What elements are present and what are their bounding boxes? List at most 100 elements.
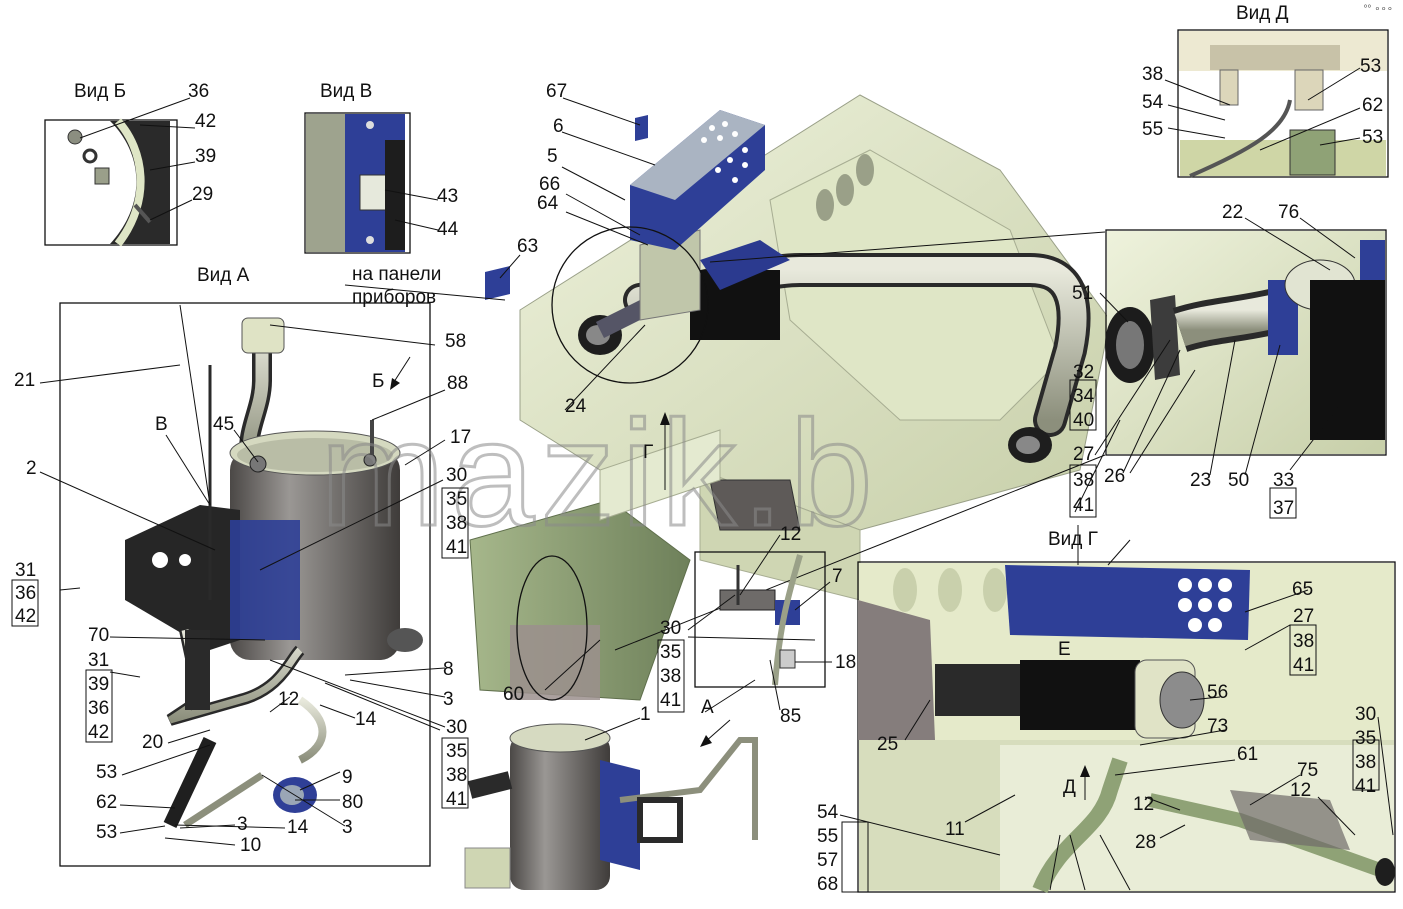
callout: 29 xyxy=(192,184,213,205)
callout: 61 xyxy=(1237,744,1258,765)
callout: 67 xyxy=(546,81,567,102)
arrow-letter-d: Д xyxy=(1063,777,1076,798)
callout: 40 xyxy=(1073,410,1094,431)
callout: 1 xyxy=(640,704,651,725)
callout: 34 xyxy=(1073,386,1095,407)
callout: 37 xyxy=(1273,498,1294,519)
callout: 85 xyxy=(780,706,801,727)
callout: 6 xyxy=(553,116,564,137)
callout: 5 xyxy=(547,146,558,167)
callout: 8 xyxy=(443,659,454,680)
callout: 70 xyxy=(88,625,109,646)
callout: 20 xyxy=(142,732,163,753)
leader-lines xyxy=(39,67,1394,891)
zoom-panel-right xyxy=(1105,229,1387,456)
callout: 41 xyxy=(446,789,467,810)
callout: 55 xyxy=(817,826,838,847)
callout: 35 xyxy=(446,489,467,510)
callout: 3 xyxy=(237,814,248,835)
callout: 41 xyxy=(1293,655,1314,676)
callout: 62 xyxy=(1362,95,1383,116)
callout: 50 xyxy=(1228,470,1249,491)
view-g-title: Вид Г xyxy=(1048,529,1098,550)
callout: 18 xyxy=(835,652,856,673)
view-g-panel xyxy=(857,561,1396,894)
callout: 38 xyxy=(1355,752,1376,773)
callout: 7 xyxy=(832,566,843,587)
view-b-panel xyxy=(44,118,178,247)
callout: 33 xyxy=(1273,470,1294,491)
callout: 30 xyxy=(660,618,681,639)
callout: 51 xyxy=(1072,283,1093,304)
callout: 65 xyxy=(1292,579,1313,600)
callout: 3 xyxy=(342,817,353,838)
callout: 39 xyxy=(195,146,216,167)
callout: 41 xyxy=(1073,495,1094,516)
panel-note-line2: приборов xyxy=(352,287,436,308)
label-plate-67 xyxy=(635,115,648,141)
view-d-title: Вид Д xyxy=(1236,3,1289,24)
callout: 36 xyxy=(88,698,109,719)
view-small-center-panel xyxy=(694,551,826,688)
callout: 43 xyxy=(437,186,458,207)
label-plate-63 xyxy=(485,266,510,300)
callout: 62 xyxy=(96,792,117,813)
callout: 57 xyxy=(817,850,838,871)
view-v-panel xyxy=(304,112,411,254)
arrow-letter-b: Б xyxy=(372,371,384,392)
callout: 53 xyxy=(96,822,117,843)
stack-boxes xyxy=(11,379,1380,893)
detail-ellipse xyxy=(516,555,588,701)
callout: 28 xyxy=(1135,832,1156,853)
callout: 12 xyxy=(1290,780,1311,801)
callout: 38 xyxy=(446,513,467,534)
callout: 73 xyxy=(1207,716,1228,737)
callout: 54 xyxy=(817,802,839,823)
callout: 9 xyxy=(342,767,353,788)
view-a-panel xyxy=(59,302,431,867)
callout: 12 xyxy=(780,524,801,545)
callout: 31 xyxy=(88,650,109,671)
callout: 76 xyxy=(1278,202,1299,223)
corner-mark: °° ∘∘∘ xyxy=(1363,4,1393,15)
callout: 24 xyxy=(565,396,587,417)
callout: 30 xyxy=(1355,704,1376,725)
watermark: mazik.b xyxy=(320,389,879,557)
callout: 66 xyxy=(539,174,560,195)
callout: 38 xyxy=(446,765,467,786)
callout: 36 xyxy=(15,583,36,604)
callout: 38 xyxy=(660,666,681,687)
callout: 42 xyxy=(195,111,216,132)
callout: 41 xyxy=(660,690,681,711)
view-d-panel xyxy=(1177,29,1389,178)
callout: 10 xyxy=(240,835,261,856)
callout: 12 xyxy=(1133,794,1154,815)
callout: 11 xyxy=(945,819,965,840)
arrow-letter-g: Г xyxy=(643,442,653,463)
arrow-letter-a: А xyxy=(701,697,714,718)
callout: 35 xyxy=(446,741,467,762)
mount-plate-dark xyxy=(709,479,801,531)
view-v-title: Вид В xyxy=(320,81,372,102)
callout: 26 xyxy=(1104,466,1125,487)
callout: 44 xyxy=(437,219,459,240)
callout: 41 xyxy=(446,537,467,558)
callout: 3 xyxy=(443,689,454,710)
view-b-title: Вид Б xyxy=(74,81,126,102)
callout: 39 xyxy=(88,674,109,695)
callout: 38 xyxy=(1073,470,1094,491)
callout: 25 xyxy=(877,734,898,755)
callout: 53 xyxy=(96,762,117,783)
callout: 27 xyxy=(1293,606,1314,627)
callout: 30 xyxy=(446,717,467,738)
callout: 27 xyxy=(1073,444,1094,465)
callout: 58 xyxy=(445,331,466,352)
callout: 31 xyxy=(15,560,36,581)
callout: 88 xyxy=(447,373,468,394)
callout: 23 xyxy=(1190,470,1211,491)
callout: 2 xyxy=(26,458,37,479)
callout: 21 xyxy=(14,370,35,391)
air-duct xyxy=(578,229,1091,463)
view-arrows xyxy=(390,356,1090,800)
